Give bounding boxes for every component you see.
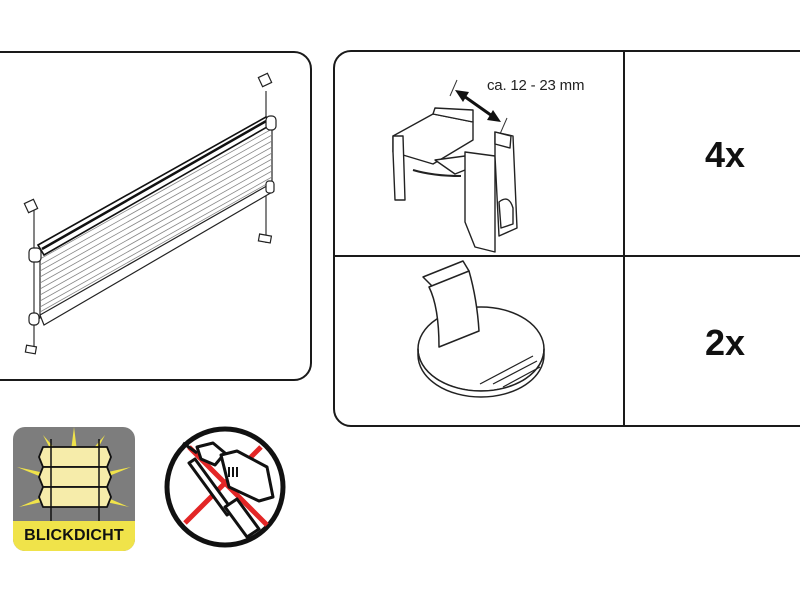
grip-handle-icon	[417, 260, 545, 398]
no-drilling-icon	[164, 426, 286, 548]
dimension-label: ca. 12 - 23 mm	[487, 77, 585, 94]
opacity-badge: BLICKDICHT	[13, 427, 135, 551]
blind-illustration-panel	[0, 51, 312, 381]
column-divider	[623, 52, 625, 425]
row-divider	[335, 255, 800, 257]
sun-pleat-icon	[17, 427, 131, 521]
pleated-blind-icon	[23, 72, 277, 355]
clamp-bracket-icon	[392, 79, 518, 253]
badge-label: BLICKDICHT	[13, 521, 135, 551]
parts-table: ca. 12 - 23 mm 4x 2x	[333, 50, 800, 427]
quantity-label: 2x	[704, 322, 746, 363]
quantity-label: 4x	[704, 134, 746, 175]
